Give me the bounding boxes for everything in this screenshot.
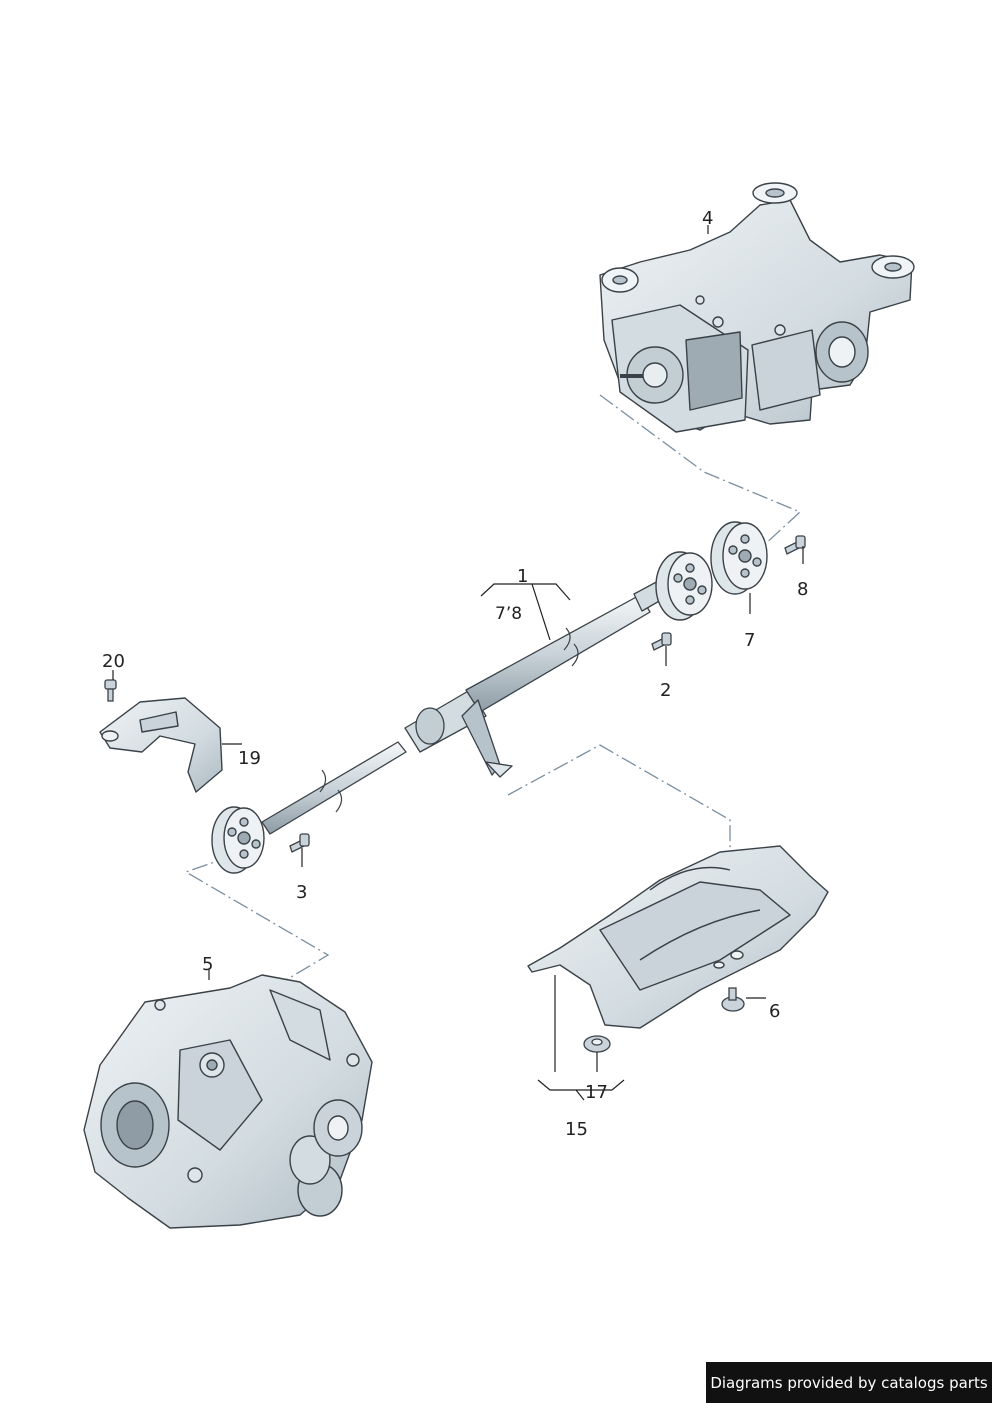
callout-15: 15 xyxy=(565,1119,588,1140)
callout-1-sub: 7’8 xyxy=(495,604,523,624)
callout-6: 6 xyxy=(769,1001,781,1022)
callout-1: 1 xyxy=(517,566,529,587)
callout-7: 7 xyxy=(744,630,756,651)
leader-lines xyxy=(112,225,804,1101)
callout-8: 8 xyxy=(797,579,809,600)
bracket-icon xyxy=(99,697,223,793)
callout-3: 3 xyxy=(296,882,308,903)
gearbox-icon xyxy=(83,974,373,1229)
callout-20: 20 xyxy=(102,651,125,672)
flex-disc-icon xyxy=(211,521,768,874)
callout-17: 17 xyxy=(585,1082,608,1103)
callout-2: 2 xyxy=(660,680,672,701)
rear-differential-icon xyxy=(599,182,915,433)
callout-19: 19 xyxy=(238,748,261,769)
propshaft-icon xyxy=(261,579,669,835)
credit-banner: Diagrams provided by catalogs parts xyxy=(706,1362,992,1403)
callout-4: 4 xyxy=(702,208,714,229)
heat-shield-icon xyxy=(527,845,829,1029)
nut-icon xyxy=(583,987,745,1053)
callout-5: 5 xyxy=(202,954,214,975)
bolt-icon xyxy=(104,535,806,853)
